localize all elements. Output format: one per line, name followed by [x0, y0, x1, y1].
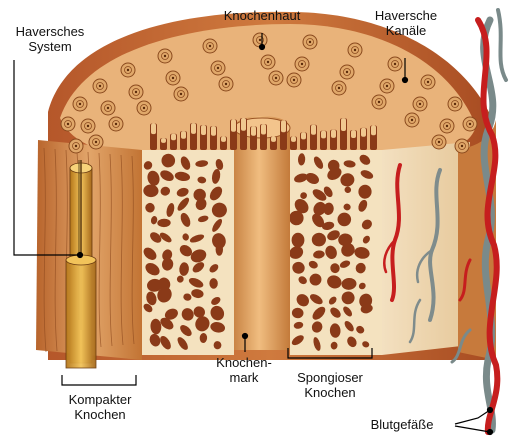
- trabecula-ridge-top: [211, 126, 216, 136]
- haversian-canal: [309, 41, 311, 43]
- label-periosteum-text: Knochenhaut: [190, 8, 334, 23]
- haversian-canal: [172, 77, 174, 79]
- label-haversian-system-line1: Haversches: [0, 24, 100, 39]
- trabecula-ridge-top: [151, 124, 156, 135]
- trabecula-ridge-top: [161, 138, 166, 143]
- trabecula-ridge-top: [251, 126, 256, 135]
- haversian-canal: [79, 103, 81, 105]
- label-blood-vessels: Blutgefäße: [350, 417, 454, 432]
- haversian-canal: [99, 85, 101, 87]
- label-spongy-bone-line2: Knochen: [278, 385, 382, 400]
- haversian-canal: [378, 101, 380, 103]
- haversian-canal: [217, 67, 219, 69]
- haversian-canal: [107, 107, 109, 109]
- haversian-canal: [209, 45, 211, 47]
- haversian-canal: [225, 83, 227, 85]
- trabecula-ridge-top: [281, 120, 286, 132]
- trabecula-ridge-top: [361, 128, 366, 137]
- haversian-canal: [180, 93, 182, 95]
- trabecula-ridge-top: [351, 130, 356, 138]
- label-haversian-canals: Haversche Kanäle: [356, 8, 456, 38]
- label-spongy-bone: Spongioser Knochen: [278, 370, 382, 400]
- haversian-canal: [394, 63, 396, 65]
- haversian-canal: [454, 103, 456, 105]
- label-haversian-canals-line1: Haversche: [356, 8, 456, 23]
- haversian-canal: [346, 71, 348, 73]
- haversian-canal: [267, 61, 269, 63]
- trabecula-ridge-top: [261, 124, 266, 134]
- haversian-canal: [301, 63, 303, 65]
- trabecula-ridge-top: [171, 134, 176, 141]
- trabecula-ridge-top: [301, 132, 306, 139]
- haversian-canal: [461, 145, 463, 147]
- haversian-canal: [87, 125, 89, 127]
- haversian-canal: [469, 123, 471, 125]
- trabecula-ridge-top: [291, 137, 296, 142]
- label-spongy-bone-line1: Spongioser: [278, 370, 382, 385]
- label-haversian-system-line2: System: [0, 39, 100, 54]
- haversian-canal: [411, 119, 413, 121]
- trabecula-cavity: [292, 233, 305, 248]
- trabecula-ridge-top: [221, 137, 226, 142]
- trabecula-ridge-top: [231, 120, 236, 132]
- haversian-canal: [164, 55, 166, 57]
- haversian-canal: [67, 123, 69, 125]
- haversian-canal: [419, 103, 421, 105]
- haversian-canal: [127, 69, 129, 71]
- trabecula-ridge-top: [311, 125, 316, 135]
- label-compact-bone-line1: Kompakter: [48, 392, 152, 407]
- haversian-canal: [75, 145, 77, 147]
- trabecula-ridge-top: [321, 131, 326, 139]
- haversian-canal: [354, 49, 356, 51]
- haversian-canal: [259, 39, 261, 41]
- label-haversian-system: Haversches System: [0, 24, 100, 54]
- label-marrow-line1: Knochen-: [192, 355, 296, 370]
- trabecula-ridge-top: [371, 126, 376, 136]
- trabecula-ridge-top: [331, 130, 336, 138]
- haversian-canal: [95, 141, 97, 143]
- trabecula-ridge-top: [341, 118, 346, 131]
- trabecula-ridge-top: [201, 125, 206, 135]
- haversian-canal: [427, 81, 429, 83]
- inner-wall-right: [382, 142, 470, 355]
- label-compact-bone: Kompakter Knochen: [48, 392, 152, 422]
- trabecula-ridge-top: [271, 137, 276, 142]
- trabecula-ridge-top: [191, 123, 196, 134]
- trabecula-ridge-top: [241, 118, 246, 131]
- haversian-canal: [115, 123, 117, 125]
- label-blood-vessels-text: Blutgefäße: [350, 417, 454, 432]
- haversian-canal: [275, 77, 277, 79]
- haversian-canal: [438, 141, 440, 143]
- trabecula-ridge-top: [181, 131, 186, 139]
- haversian-canal: [293, 79, 295, 81]
- label-haversian-canals-line2: Kanäle: [356, 23, 456, 38]
- label-compact-bone-line2: Knochen: [48, 407, 152, 422]
- haversian-canal: [338, 87, 340, 89]
- outer-vein-branch: [498, 10, 506, 80]
- bone-marrow: [234, 116, 290, 350]
- haversian-canal: [143, 107, 145, 109]
- haversian-osteon-model: [66, 160, 96, 368]
- trabecula-cavity: [216, 243, 223, 255]
- haversian-canal: [135, 91, 137, 93]
- label-periosteum: Knochenhaut: [190, 8, 334, 23]
- haversian-canal: [446, 125, 448, 127]
- haversian-canal: [386, 85, 388, 87]
